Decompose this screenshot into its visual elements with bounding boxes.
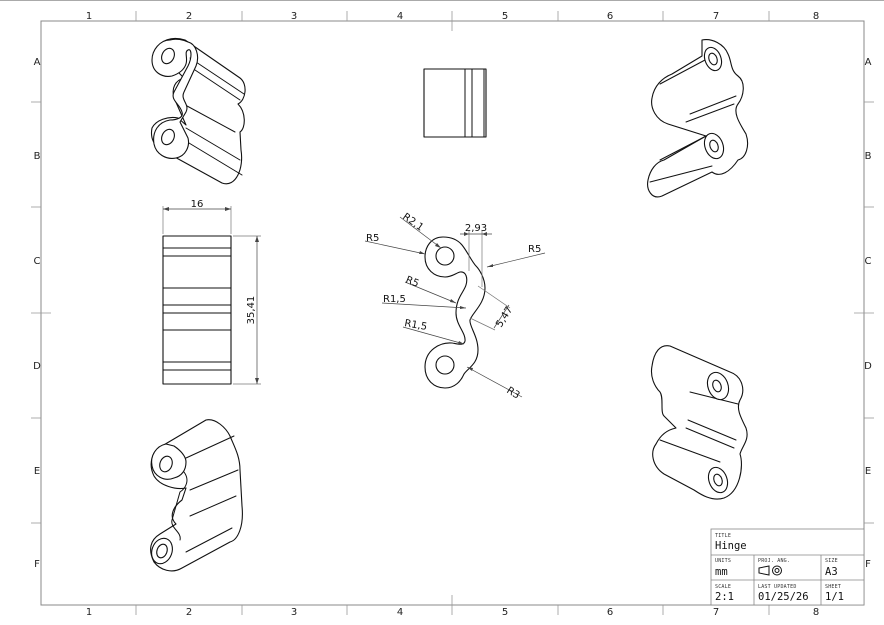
dimension-height: 35,41	[233, 235, 261, 385]
iso-hole	[161, 128, 175, 146]
column-label: 4	[397, 607, 403, 618]
iso-hole	[161, 47, 175, 65]
zone-ticks-right	[854, 101, 874, 524]
iso-view-top-left	[150, 37, 246, 185]
row-label: A	[34, 57, 41, 68]
dim-r5-right-label: R5	[528, 244, 541, 255]
dim-r5-left-label: R5	[366, 233, 379, 244]
dimension-r5-right: R5	[486, 244, 546, 268]
dimension-thickness: 2,93	[460, 223, 492, 287]
column-labels-top: 1 2 3 4 5 6 7 8	[86, 11, 819, 22]
hole-bottom	[435, 355, 455, 375]
dimension-r3: R3	[466, 366, 523, 402]
column-label: 1	[86, 607, 92, 618]
column-labels-bottom: 1 2 3 4 5 6 7 8	[86, 607, 819, 618]
dim-width-label: 16	[191, 199, 204, 210]
row-labels-left: A B C D E F	[33, 57, 41, 570]
iso-hole	[712, 379, 722, 393]
column-label: 6	[607, 607, 613, 618]
iso-hole	[709, 139, 719, 153]
dim-547-label: 5,47	[494, 305, 515, 330]
dimension-width: 16	[162, 199, 232, 234]
title-label: TITLE	[715, 533, 731, 539]
dim-r15-b-label: R1,5	[403, 318, 427, 333]
size-label: SIZE	[825, 558, 838, 564]
row-labels-right: A B C D E F	[864, 57, 872, 570]
column-label: 2	[186, 607, 192, 618]
column-label: 7	[713, 11, 719, 22]
iso-hole	[156, 543, 168, 559]
top-view	[423, 68, 487, 138]
dim-293-label: 2,93	[465, 223, 487, 234]
zone-ticks-top	[135, 11, 770, 31]
dimension-r5-mid: R5	[404, 275, 457, 304]
iso-view-bottom-left	[150, 419, 243, 572]
units-value: mm	[715, 566, 728, 578]
row-label: F	[34, 559, 40, 570]
dimension-r15-b: R1,5	[402, 318, 465, 345]
column-label: 8	[813, 11, 819, 22]
row-label: F	[865, 559, 871, 570]
iso-hole	[708, 52, 718, 66]
dim-r5-mid-label: R5	[404, 275, 420, 290]
row-label: B	[34, 151, 41, 162]
row-label: A	[865, 57, 872, 68]
iso-view-bottom-right	[650, 345, 748, 500]
column-label: 5	[502, 11, 508, 22]
column-label: 1	[86, 11, 92, 22]
row-label: C	[865, 256, 872, 267]
side-view: 16 35,41	[162, 199, 261, 385]
row-label: E	[34, 466, 40, 477]
last-updated-label: LAST UPDATED	[758, 584, 797, 590]
column-label: 7	[713, 607, 719, 618]
hole-top	[435, 246, 455, 266]
column-label: 5	[502, 607, 508, 618]
column-label: 4	[397, 11, 403, 22]
title-value: Hinge	[715, 540, 747, 552]
zone-ticks-bottom	[135, 595, 770, 615]
row-label: E	[865, 466, 871, 477]
title-block: TITLE Hinge UNITS mm PROJ. ANG. SIZE A3 …	[710, 528, 865, 606]
column-label: 6	[607, 11, 613, 22]
dim-r15-a-label: R1,5	[383, 294, 406, 305]
dim-height-label: 35,41	[246, 296, 257, 325]
dimension-r15-a: R1,5	[381, 294, 467, 309]
last-updated-value: 01/25/26	[758, 591, 809, 603]
scale-label: SCALE	[715, 584, 731, 590]
dim-r3-label: R3	[504, 385, 521, 401]
scale-value: 2:1	[715, 591, 734, 603]
column-label: 3	[291, 607, 297, 618]
units-label: UNITS	[715, 558, 731, 564]
dim-r21-label: R2,1	[400, 211, 425, 233]
row-label: D	[864, 361, 872, 372]
projection-angle-icon	[758, 565, 782, 576]
size-value: A3	[825, 566, 838, 578]
front-view: 2,93 R2,1 R5 R5 R5 R1,5	[364, 211, 546, 402]
row-label: D	[33, 361, 41, 372]
projection-label: PROJ. ANG.	[758, 558, 790, 564]
iso-hole	[159, 455, 173, 473]
dimension-r5-left: R5	[364, 233, 426, 255]
column-label: 8	[813, 607, 819, 618]
iso-view-top-right	[647, 39, 749, 198]
sheet-label: SHEET	[825, 584, 841, 590]
sheet-value: 1/1	[825, 591, 844, 603]
iso-hole	[713, 473, 723, 487]
zone-ticks-left	[31, 101, 51, 524]
row-label: B	[865, 151, 872, 162]
column-label: 2	[186, 11, 192, 22]
column-label: 3	[291, 11, 297, 22]
row-label: C	[34, 256, 41, 267]
